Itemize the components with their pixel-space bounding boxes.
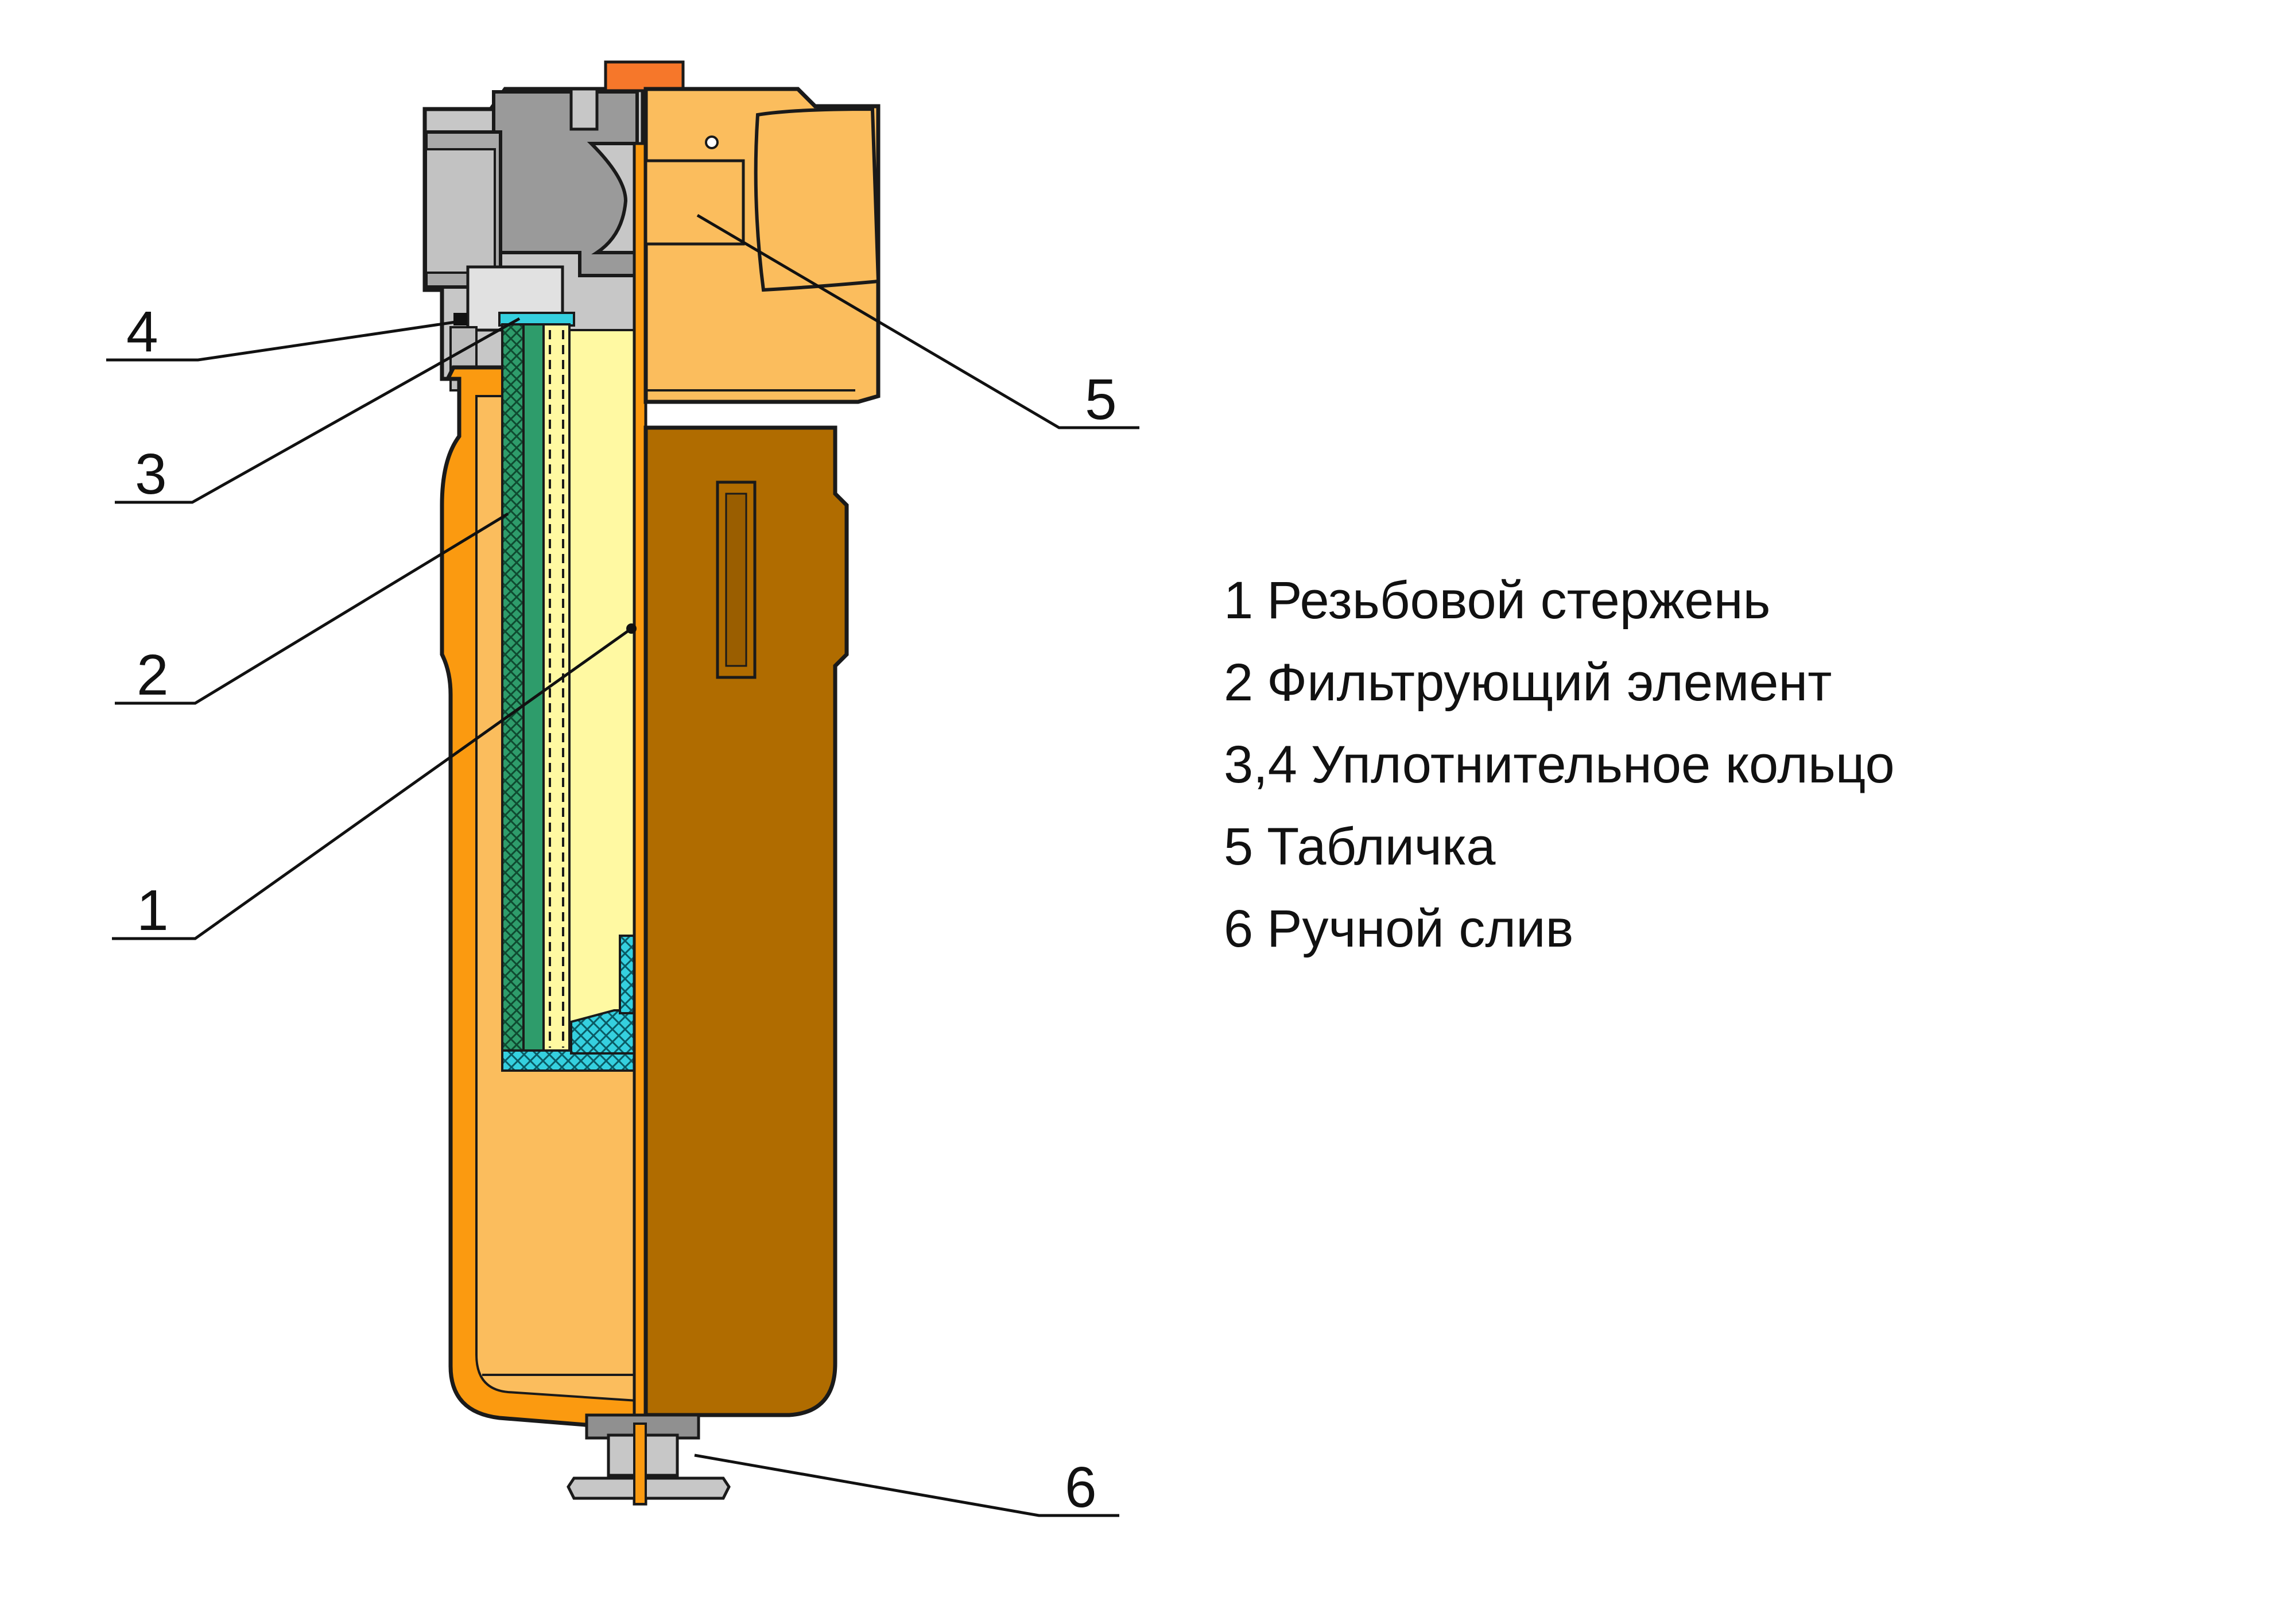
legend-num: 3,4	[1224, 735, 1297, 794]
leader-2	[115, 512, 509, 705]
filter-element	[498, 312, 641, 1072]
legend-text: Табличка	[1267, 817, 1496, 876]
leader-4	[106, 320, 460, 362]
top-cap	[604, 60, 685, 92]
leader-lines	[106, 214, 1139, 1517]
leader-1-endpoint	[626, 623, 637, 634]
callout-1: 1	[137, 878, 169, 943]
callout-2: 2	[137, 643, 169, 707]
callout-5: 5	[1085, 367, 1117, 432]
legend-num: 2	[1224, 653, 1254, 712]
leader-6	[694, 1454, 1119, 1517]
legend-num: 5	[1224, 817, 1254, 876]
legend-text: Уплотнительное кольцо	[1310, 735, 1895, 794]
leader-5	[696, 214, 1139, 429]
legend-text: Ручной слив	[1267, 900, 1574, 958]
legend-num: 1	[1224, 571, 1254, 630]
leader-1	[112, 627, 633, 940]
callout-4: 4	[126, 300, 158, 364]
legend-text: Резьбовой стержень	[1267, 571, 1771, 630]
filter-head-section	[422, 87, 645, 392]
legend-num: 6	[1224, 900, 1254, 958]
manual-drain	[567, 1413, 731, 1505]
head-exterior	[643, 87, 881, 404]
callout-6: 6	[1065, 1455, 1097, 1520]
callout-3: 3	[135, 442, 167, 506]
legend-text: Фильтрующий элемент	[1267, 653, 1832, 712]
bowl-exterior	[643, 425, 849, 1417]
leader-3	[115, 317, 521, 504]
